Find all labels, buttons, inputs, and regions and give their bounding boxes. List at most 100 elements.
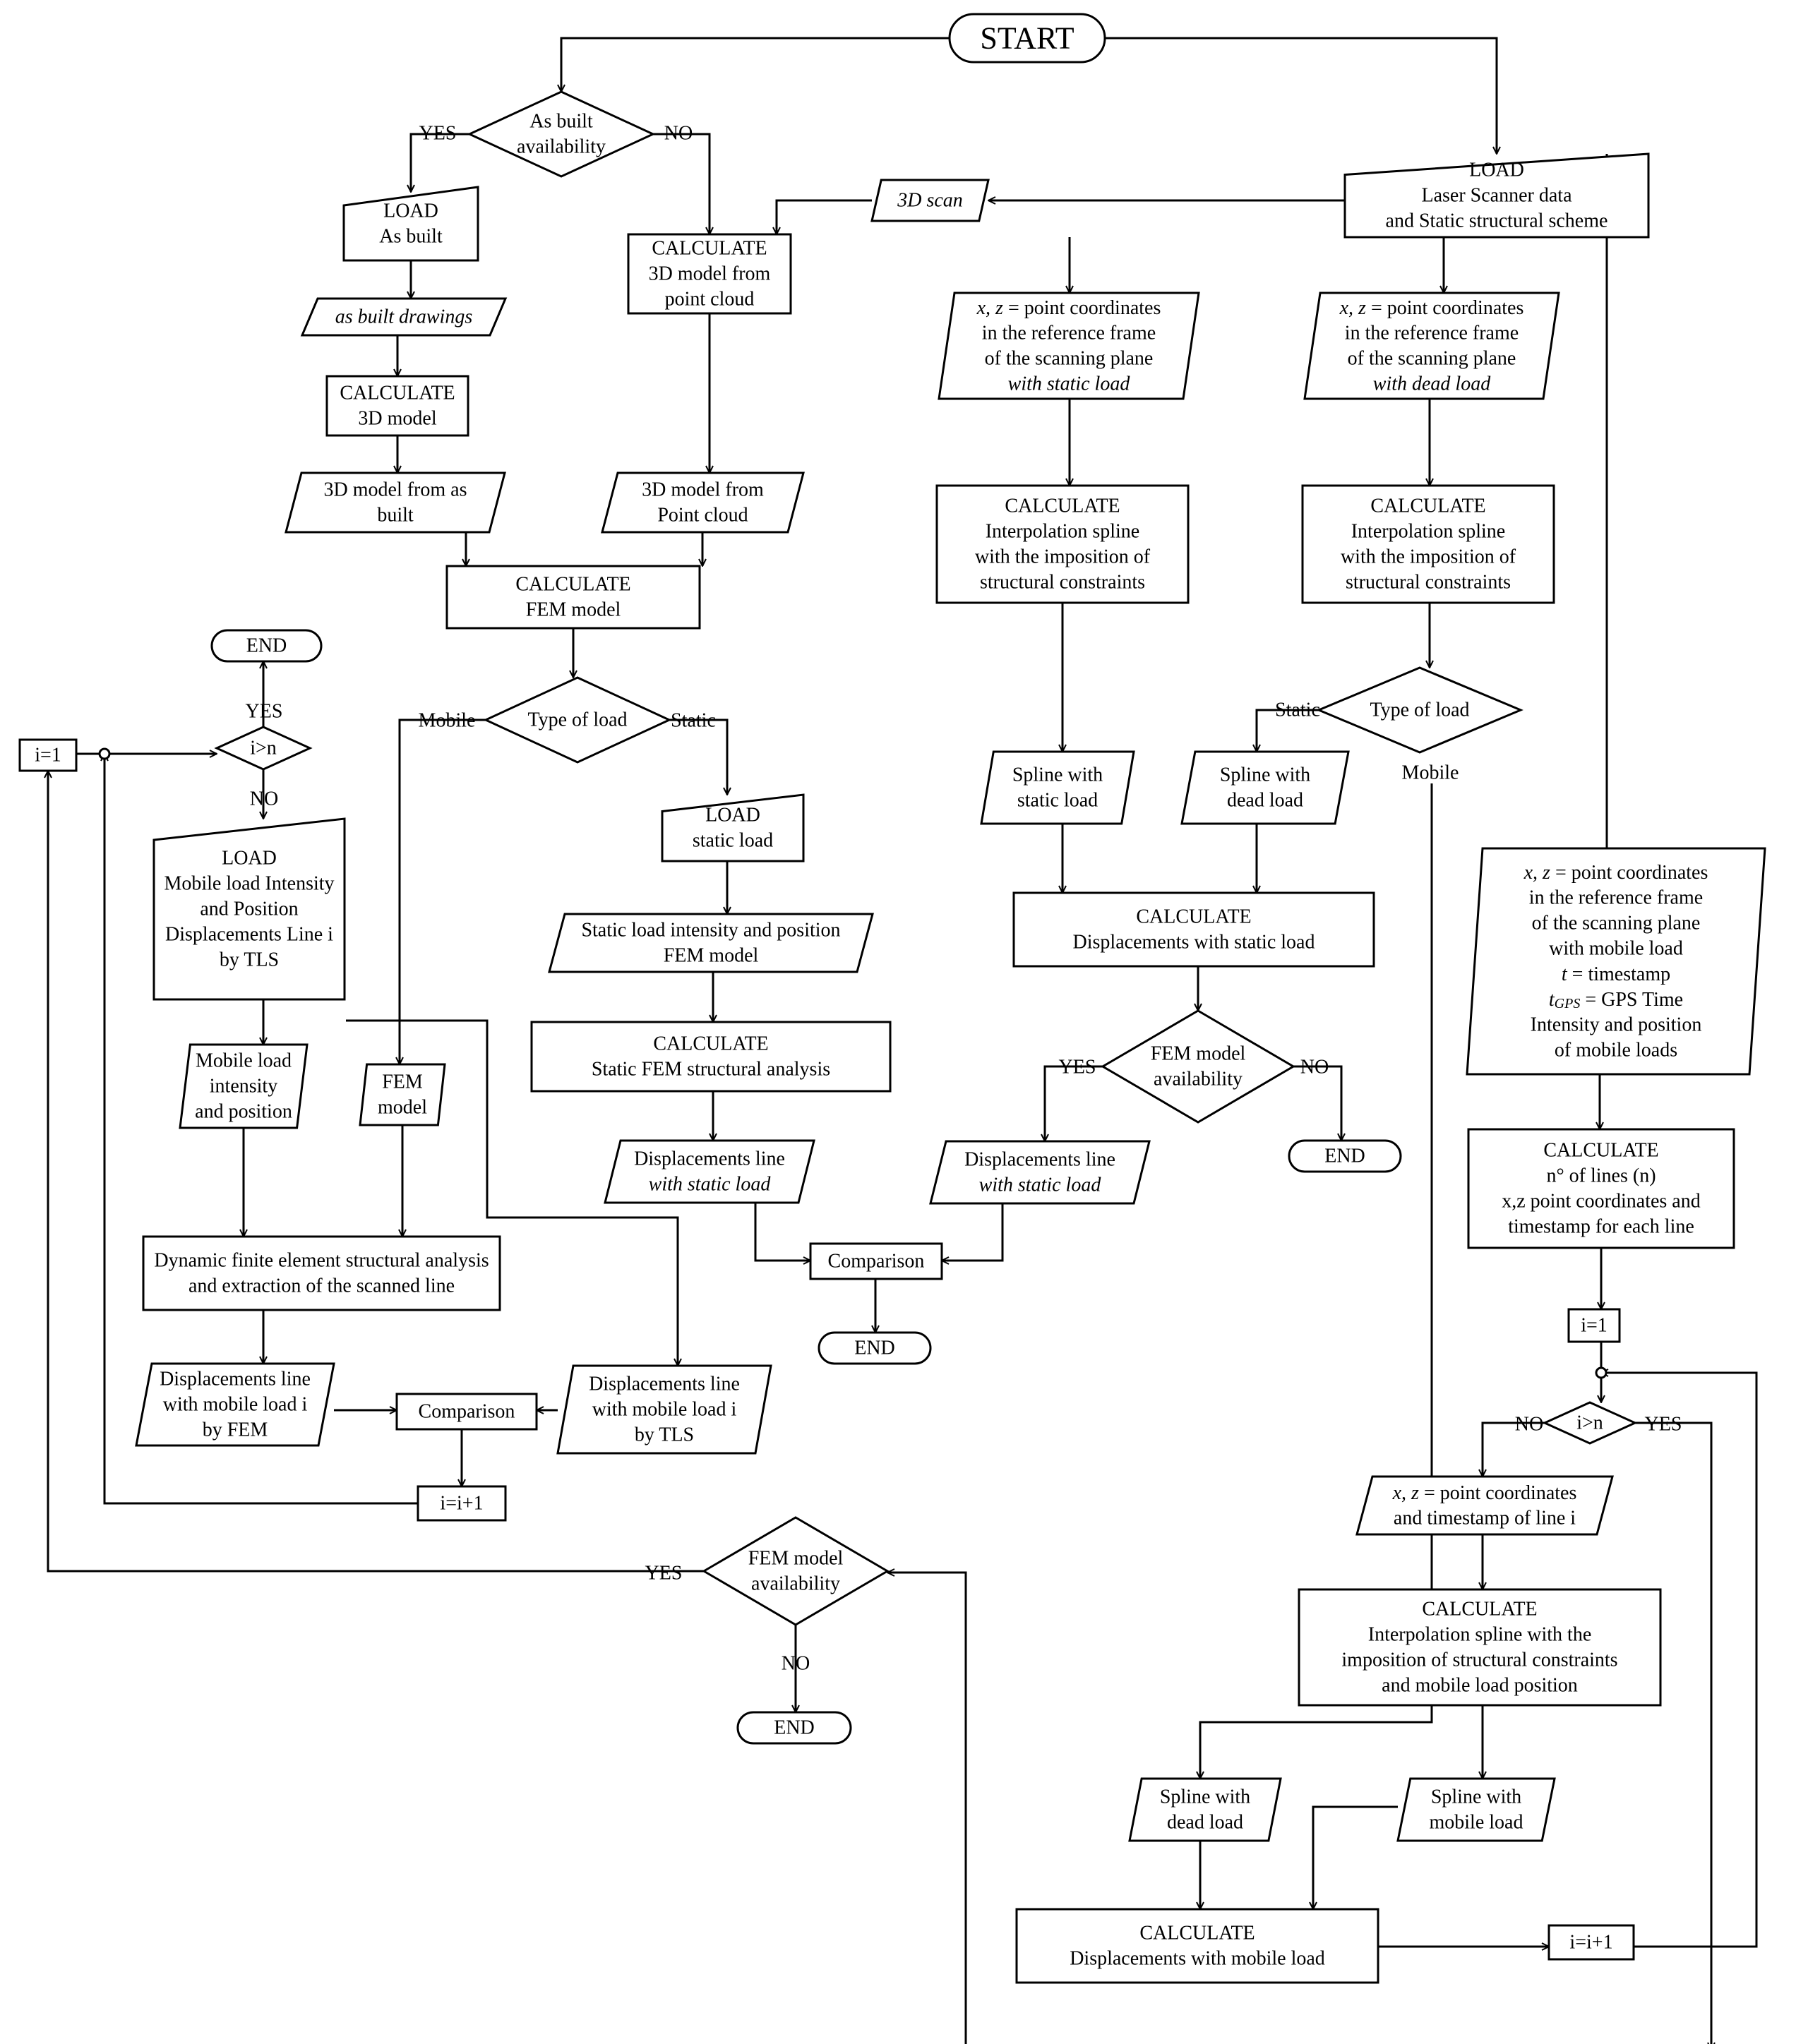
node-text: t = timestamp: [1562, 963, 1670, 985]
node-text: with mobile load: [1549, 938, 1683, 960]
node-text: with mobile load i: [592, 1399, 737, 1421]
node-text: and extraction of the scanned line: [188, 1275, 455, 1297]
node-text: CALCULATE: [1005, 495, 1120, 517]
node-text: tGPS = GPS Time: [1549, 989, 1683, 1012]
node-spline-dead-calc: CALCULATE Interpolation spline with the im…: [1301, 484, 1555, 604]
branch-label-yes-asbuilt: YES: [419, 123, 457, 145]
node-text: x, z = point coordinates: [976, 297, 1161, 319]
branch-label-yes-right: YES: [1645, 1414, 1682, 1436]
node-text: i=1: [1581, 1315, 1608, 1337]
node-start: START: [948, 13, 1106, 64]
node-text: Type of load: [527, 709, 627, 731]
node-text: CALCULATE: [652, 238, 767, 260]
branch-label-no-fem2: NO: [782, 1653, 810, 1675]
node-text: Intensity and position: [1531, 1014, 1702, 1036]
node-text: CALCULATE: [1422, 1599, 1537, 1621]
node-text: with static load: [649, 1174, 772, 1196]
connector-arrow: [346, 1019, 678, 1366]
node-text: END: [854, 1337, 895, 1359]
node-type-load1: Type of load: [483, 676, 672, 764]
node-text: Displacements line: [589, 1373, 740, 1395]
node-comp-mid: Comparison: [809, 1242, 943, 1280]
node-text: Mobile load Intensity: [164, 873, 334, 895]
connector-arrow: [411, 133, 469, 192]
node-text: in the reference frame: [1345, 323, 1519, 344]
node-text: Laser Scanner data: [1422, 185, 1573, 207]
node-text: FEM model: [748, 1548, 844, 1570]
node-text: CALCULATE: [1370, 495, 1485, 517]
node-text: 3D model from: [642, 479, 764, 501]
node-text: x,z point coordinates and: [1502, 1191, 1700, 1213]
branch-label-no-fem1: NO: [1300, 1057, 1329, 1078]
node-end4: END: [1288, 1139, 1402, 1173]
node-text: Interpolation spline: [1351, 521, 1506, 543]
node-iinc-right: i=i+1: [1547, 1924, 1635, 1961]
node-text: Displacements line: [160, 1369, 311, 1390]
node-text: structural constraints: [980, 572, 1145, 594]
connector-arrow: [1313, 1805, 1398, 1909]
node-text: intensity: [210, 1076, 277, 1098]
junction-dot: [98, 747, 111, 760]
node-text: 3D model from: [649, 263, 771, 285]
node-text: i=i+1: [1569, 1932, 1612, 1954]
node-text: Comparison: [828, 1251, 925, 1273]
node-dyn-fem: Dynamic finite element structural analys…: [142, 1235, 501, 1311]
node-text: with the imposition of: [975, 546, 1151, 568]
node-text: Displacements line: [634, 1148, 785, 1170]
node-text: static load: [693, 830, 773, 852]
node-text: x, z = point coordinates: [1523, 862, 1708, 884]
node-end3: END: [736, 1711, 852, 1745]
node-text: CALCULATE: [1139, 1923, 1255, 1944]
node-text: with the imposition of: [1341, 546, 1516, 568]
node-text: by TLS: [220, 949, 279, 971]
node-text: LOAD: [705, 805, 760, 826]
node-text: as built drawings: [335, 306, 473, 328]
node-scan3d: 3D scan: [870, 179, 990, 222]
node-text: and position: [195, 1101, 292, 1123]
node-text: LOAD: [383, 200, 438, 222]
node-comp-left: Comparison: [395, 1393, 538, 1431]
node-text: i>n: [1576, 1412, 1603, 1434]
node-text: with dead load: [1373, 373, 1491, 395]
node-load-static: LOAD static load: [661, 793, 805, 862]
connector-arrow: [942, 1203, 1004, 1261]
node-text: CALCULATE: [1543, 1140, 1658, 1162]
node-text: with static load: [979, 1174, 1102, 1196]
node-text: As built: [529, 111, 593, 133]
connector-arrow: [669, 719, 727, 795]
node-text: Spline with: [1160, 1786, 1250, 1808]
connector-arrow: [1293, 1065, 1341, 1141]
node-disp-static1: Displacements line with static load: [604, 1139, 815, 1204]
connector-arrow: [561, 37, 950, 92]
node-type-load2: Type of load: [1316, 666, 1523, 754]
node-text: 3D scan: [897, 190, 963, 212]
node-igtn-right: i>n: [1542, 1401, 1638, 1445]
branch-label-yes-left: YES: [246, 701, 283, 723]
connector-arrow: [653, 133, 710, 234]
node-text: Displacements with mobile load: [1070, 1948, 1325, 1970]
node-text: of the scanning plane: [985, 348, 1154, 370]
node-text: and mobile load position: [1382, 1675, 1578, 1697]
node-text: START: [980, 21, 1074, 56]
node-text: and Position: [200, 898, 298, 920]
node-text: of the scanning plane: [1348, 348, 1516, 370]
branch-label-mobile2: Mobile: [1402, 762, 1459, 784]
node-text: i=1: [35, 745, 61, 766]
node-text: availability: [751, 1573, 840, 1595]
connector-arrow: [1105, 37, 1497, 154]
